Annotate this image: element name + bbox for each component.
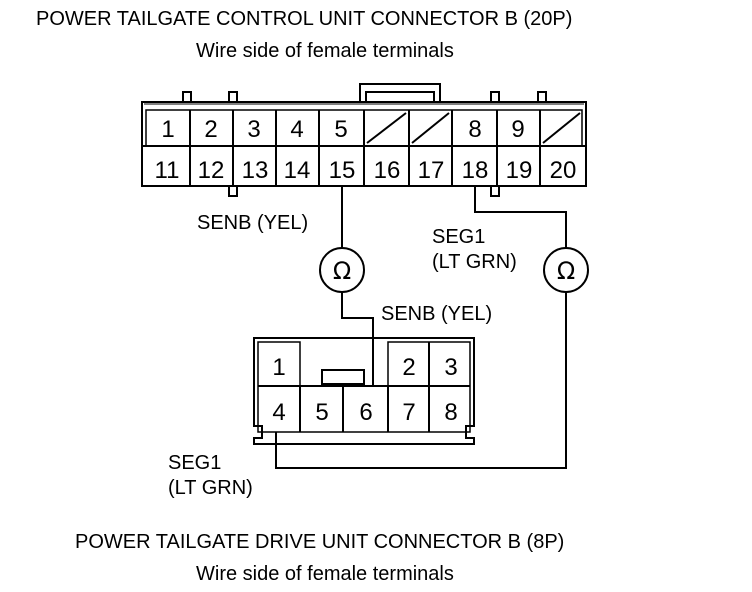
- control-unit-connector: [141, 83, 587, 197]
- du-pin-8: 8: [444, 399, 457, 426]
- ohmmeter-seg1: Ω: [543, 247, 589, 293]
- control-unit-title: POWER TAILGATE CONTROL UNIT CONNECTOR B …: [36, 8, 572, 30]
- drive-unit-connector: [253, 337, 475, 445]
- cu-pin-9: 9: [511, 116, 524, 143]
- cu-pin-4: 4: [290, 116, 303, 143]
- ohm-icon: Ω: [333, 257, 351, 285]
- du-pin-6: 6: [359, 399, 372, 426]
- du-pin-3: 3: [444, 354, 457, 381]
- ohm-icon: Ω: [557, 257, 575, 285]
- cu-pin-16: 16: [374, 157, 401, 184]
- seg1-lower-label-line2: (LT GRN): [168, 477, 253, 499]
- du-pin-2: 2: [402, 354, 415, 381]
- ohmmeter-senb: Ω: [319, 247, 365, 293]
- seg1-upper-label-line1: SEG1: [432, 226, 485, 248]
- du-pin-1: 1: [272, 354, 285, 381]
- wiring: [275, 186, 567, 469]
- drive-unit-subtitle: Wire side of female terminals: [196, 563, 454, 585]
- cu-pin-14: 14: [284, 157, 311, 184]
- control-unit-subtitle: Wire side of female terminals: [196, 40, 454, 62]
- du-pin-5: 5: [315, 399, 328, 426]
- cu-pin-20: 20: [550, 157, 577, 184]
- cu-pin-19: 19: [506, 157, 533, 184]
- seg1-lower-label-line1: SEG1: [168, 452, 221, 474]
- cu-pin-12: 12: [198, 157, 225, 184]
- drive-unit-title: POWER TAILGATE DRIVE UNIT CONNECTOR B (8…: [75, 531, 564, 553]
- cu-pin-15: 15: [329, 157, 356, 184]
- cu-pin-11: 11: [155, 157, 180, 184]
- cu-pin-3: 3: [247, 116, 260, 143]
- senb-lower-label: SENB (YEL): [381, 303, 492, 325]
- cu-pin-1: 1: [161, 116, 174, 143]
- du-pin-4: 4: [272, 399, 285, 426]
- cu-pin-17: 17: [418, 157, 445, 184]
- seg1-upper-label-line2: (LT GRN): [432, 251, 517, 273]
- du-pin-7: 7: [402, 399, 415, 426]
- cu-pin-18: 18: [462, 157, 489, 184]
- cu-pin-2: 2: [204, 116, 217, 143]
- cu-pin-5: 5: [334, 116, 347, 143]
- cu-pin-8: 8: [468, 116, 481, 143]
- senb-upper-label: SENB (YEL): [197, 212, 308, 234]
- cu-pin-13: 13: [242, 157, 269, 184]
